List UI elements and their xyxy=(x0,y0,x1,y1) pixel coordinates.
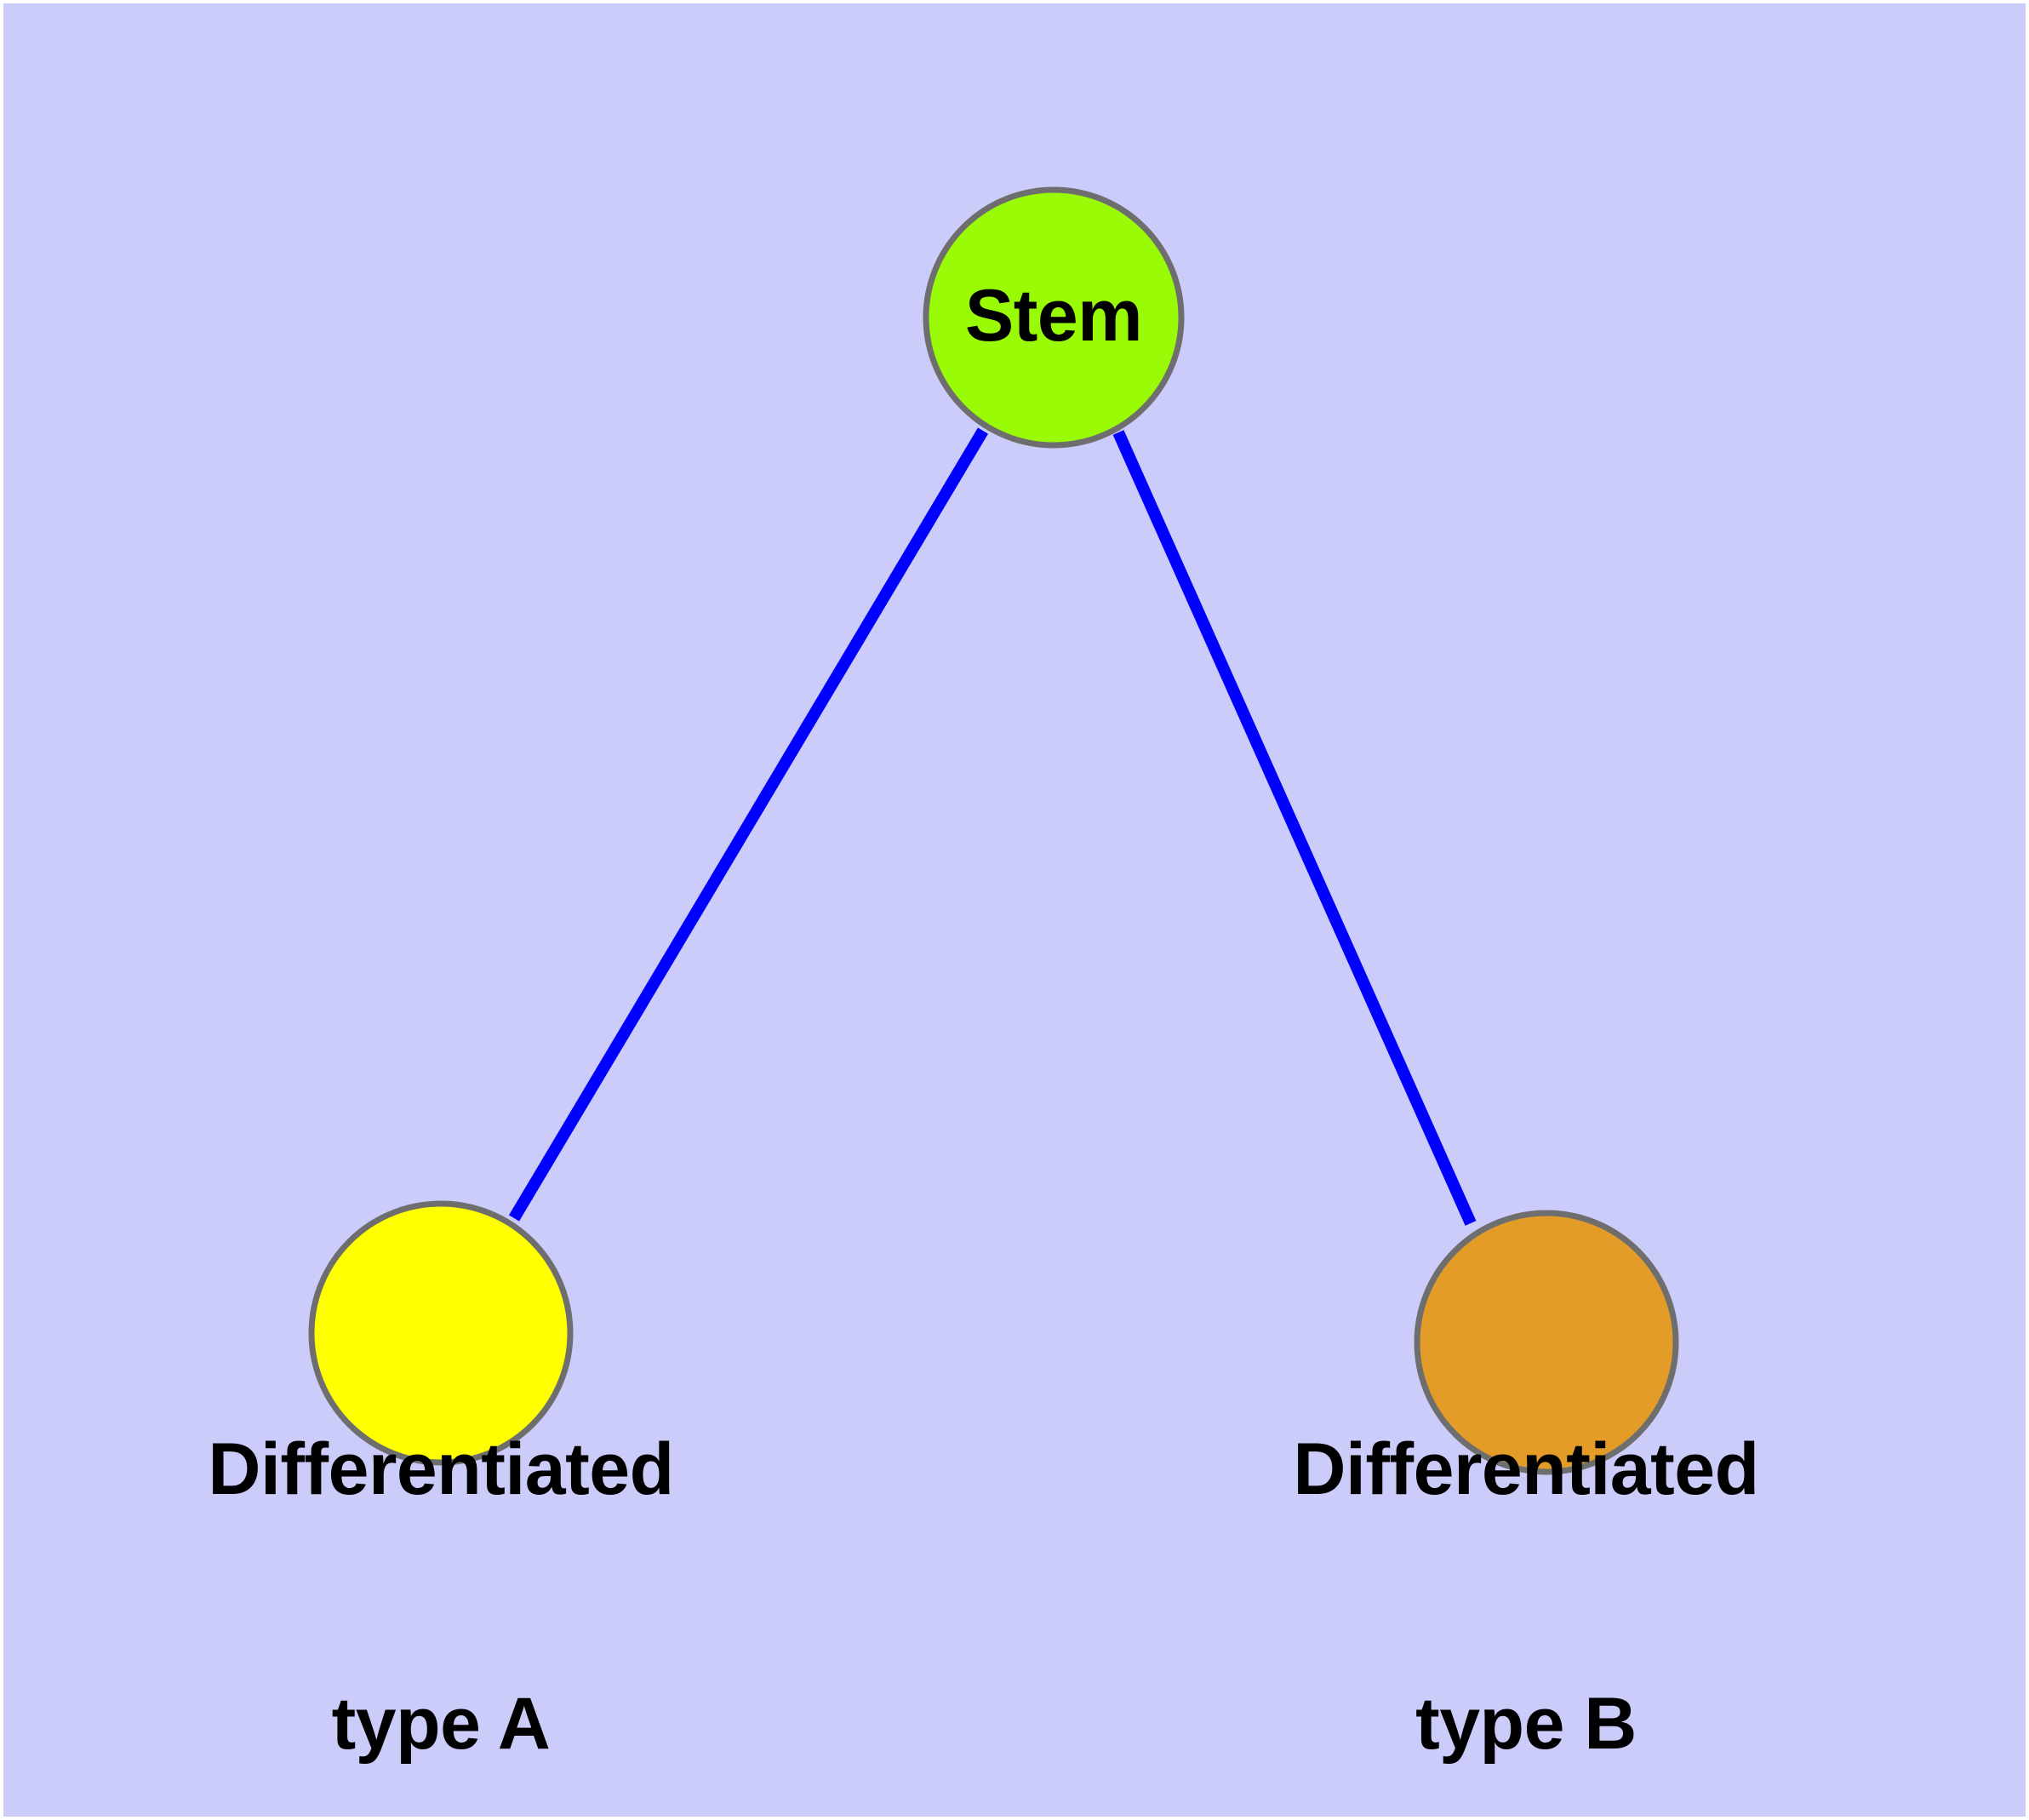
node-circle-stem[interactable] xyxy=(923,186,1185,449)
edge-layer xyxy=(508,427,1477,1226)
edge-stem-to-diff-a[interactable] xyxy=(508,427,989,1222)
node-layer xyxy=(308,186,1679,1475)
node-circle-diff-a[interactable] xyxy=(308,1200,574,1466)
node-circle-diff-b[interactable] xyxy=(1414,1210,1679,1475)
edge-stem-to-diff-b[interactable] xyxy=(1112,430,1477,1226)
